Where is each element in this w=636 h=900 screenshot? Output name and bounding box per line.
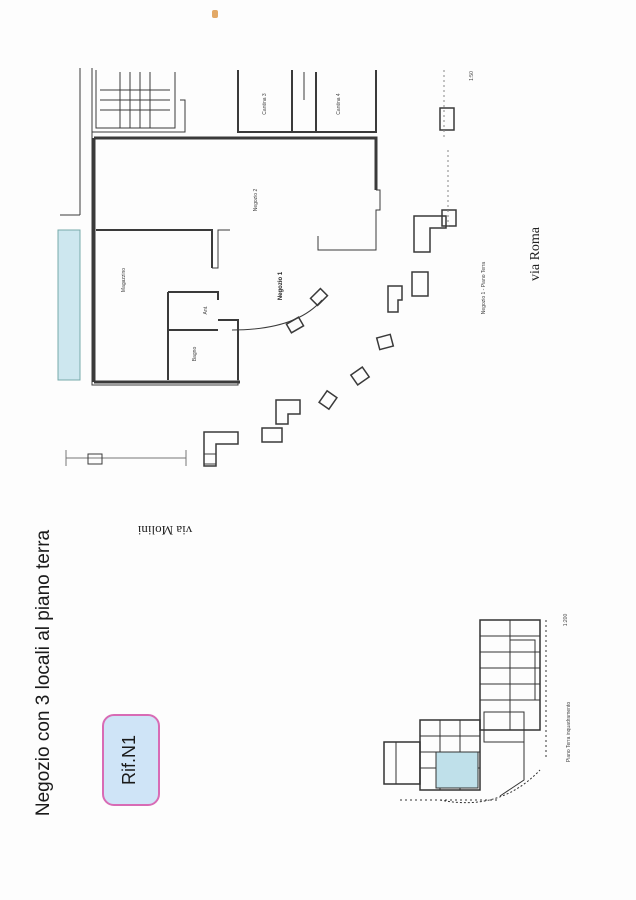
hatched-area <box>57 229 81 381</box>
plan-caption: Negozio 1 - Piano Terra <box>481 261 487 315</box>
scan-mark <box>212 10 218 18</box>
plan-scale: 1:50 <box>469 71 475 81</box>
key-plan-caption: Piano Terra inquadramento <box>566 701 572 763</box>
room-label-negozio1: Negozio 1 <box>278 271 284 301</box>
key-plan-scale: 1:200 <box>563 613 569 627</box>
room-label-cantina4: Cantina 4 <box>336 93 342 115</box>
reference-label: Rif.N1 <box>119 735 139 786</box>
street-label-molini: via Molini <box>137 523 193 538</box>
key-plan-drawing <box>383 619 547 804</box>
room-label-cantina3: Cantina 3 <box>262 93 268 115</box>
room-label-antibagno: Ant. <box>203 305 209 315</box>
document-title: Negozio con 3 locali al piano terra <box>33 529 54 817</box>
reference-badge: Rif.N1 <box>102 714 160 806</box>
room-label-bagno: Bagno <box>192 346 198 362</box>
room-label-magazzino: Magazzino <box>121 267 127 293</box>
street-label-roma: via Roma <box>528 226 543 282</box>
room-label-negozio2: Negozio 2 <box>253 188 259 212</box>
